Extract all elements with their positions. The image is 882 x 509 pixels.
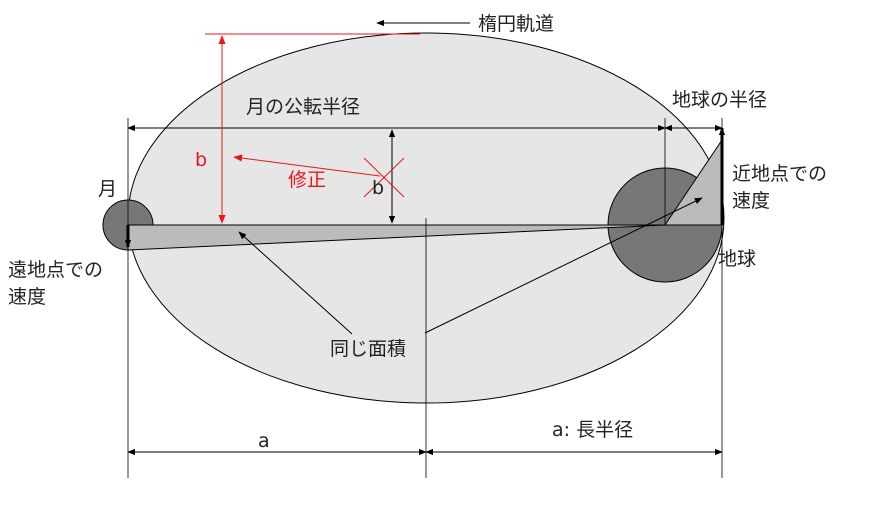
same-area-leader-arrow-left <box>238 231 353 335</box>
correction-label: 修正 <box>288 169 326 191</box>
a-semi-major-label: a: 長半径 <box>552 419 633 441</box>
a-left-label: a <box>258 430 270 452</box>
moon-revolution-radius-label: 月の公転半径 <box>246 96 360 118</box>
perigee-speed-label-line1: 近地点での <box>732 163 827 185</box>
earth-radius-label: 地球の半径 <box>672 89 767 111</box>
moon-label: 月 <box>98 178 117 200</box>
same-area-leader-arrow-right <box>424 197 703 334</box>
cross-mark-stroke-2 <box>363 157 405 198</box>
apogee-speed-label-line1: 遠地点での <box>8 259 103 281</box>
same-area-label: 同じ面積 <box>330 338 406 360</box>
correction-arrow <box>233 154 381 177</box>
earth-label: 地球 <box>718 248 756 270</box>
ellipse-orbit-label: 楕円軌道 <box>478 13 554 35</box>
perigee-speed-label-line2: 速度 <box>732 190 770 212</box>
apogee-speed-label-line2: 速度 <box>8 286 46 308</box>
b-original-label: b <box>372 177 384 199</box>
b-corrected-label: b <box>195 149 207 171</box>
